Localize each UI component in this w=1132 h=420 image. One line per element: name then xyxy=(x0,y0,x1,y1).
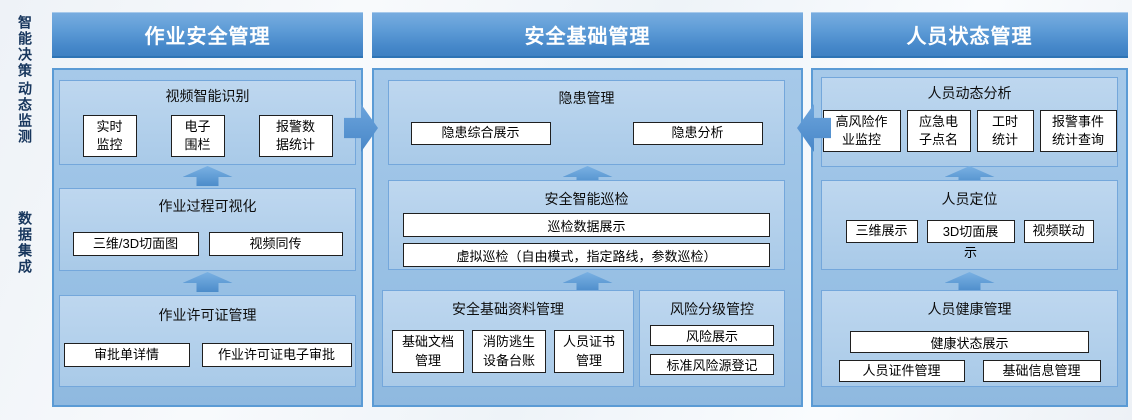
column-body: 视频智能识别 实时 监控 电子 围栏 报警数 据统计 作业过程可视化 三维/3D… xyxy=(52,68,363,407)
item-alarm-data-statistics: 报警数 据统计 xyxy=(258,115,333,157)
items-row: 三维展示 3D切面展 示 视频联动 xyxy=(822,220,1117,260)
section-personnel-health-management: 人员健康管理 健康状态展示 人员证件管理 基础信息管理 xyxy=(821,290,1118,387)
item-electronic-fence: 电子 围栏 xyxy=(170,115,225,157)
item-3d-display: 三维展示 xyxy=(845,220,918,243)
item-emergency-e-rollcall: 应急电 子点名 xyxy=(906,110,971,152)
item-working-hours-statistics: 工时 统计 xyxy=(976,110,1034,152)
item-alarm-event-statistics-query: 报警事件 统计查询 xyxy=(1039,110,1117,152)
section-personnel-dynamic-analysis: 人员动态分析 高风险作 业监控 应急电 子点名 工时 统计 报警事件 统计查询 xyxy=(821,77,1118,167)
up-arrow-icon xyxy=(562,272,613,292)
section-title: 作业过程可视化 xyxy=(158,198,257,214)
item-virtual-inspection: 虚拟巡检（自由模式，指定路线，参数巡检） xyxy=(403,243,770,267)
items-row: 人员证件管理 基础信息管理 xyxy=(822,360,1117,382)
column-title: 安全基础管理 xyxy=(524,25,651,48)
column-header: 安全基础管理 xyxy=(372,12,803,58)
section-title: 人员动态分析 xyxy=(927,85,1012,101)
items-row: 隐患综合展示 隐患分析 xyxy=(389,122,784,145)
item-video-linkage: 视频联动 xyxy=(1023,220,1094,243)
section-title: 隐患管理 xyxy=(558,90,615,106)
items-row: 实时 监控 电子 围栏 报警数 据统计 xyxy=(60,115,355,157)
section-safety-basic-data-management: 安全基础资料管理 基础文档 管理 消防逃生 设备台账 人员证书 管理 xyxy=(382,290,634,387)
item-permit-e-approval: 作业许可证电子审批 xyxy=(201,343,352,367)
side-label-dynamic-monitoring: 动态监测 xyxy=(17,81,33,145)
section-personnel-positioning: 人员定位 三维展示 3D切面展 示 视频联动 xyxy=(821,180,1118,270)
section-hidden-danger-management: 隐患管理 隐患综合展示 隐患分析 xyxy=(388,80,785,165)
item-danger-analysis: 隐患分析 xyxy=(632,122,763,145)
item-risk-display: 风险展示 xyxy=(650,325,774,346)
items-row: 三维/3D切面图 视频同传 xyxy=(60,232,355,256)
section-title: 作业许可证管理 xyxy=(158,307,257,323)
side-label-intelligent-decision: 智能决策 xyxy=(17,15,33,79)
section-title: 安全智能巡检 xyxy=(544,191,629,207)
item-realtime-monitoring: 实时 监控 xyxy=(82,115,137,157)
items-row: 基础文档 管理 消防逃生 设备台账 人员证书 管理 xyxy=(383,330,633,373)
section-title: 风险分级管控 xyxy=(670,301,754,317)
column-header: 作业安全管理 xyxy=(52,12,363,58)
item-basic-document-management: 基础文档 管理 xyxy=(392,330,464,373)
section-video-intelligent-recognition: 视频智能识别 实时 监控 电子 围栏 报警数 据统计 xyxy=(59,80,356,165)
up-arrow-icon xyxy=(182,272,233,292)
item-health-status-display: 健康状态展示 xyxy=(850,331,1089,353)
column-header: 人员状态管理 xyxy=(811,12,1128,58)
item-personnel-certificate-management: 人员证书 管理 xyxy=(554,330,624,373)
up-arrow-icon xyxy=(182,166,233,186)
up-arrow-icon xyxy=(944,272,995,292)
section-work-process-visualization: 作业过程可视化 三维/3D切面图 视频同传 xyxy=(59,188,356,271)
item-video-transmission: 视频同传 xyxy=(208,232,343,256)
column-title: 作业安全管理 xyxy=(144,25,271,48)
items-row: 审批单详情 作业许可证电子审批 xyxy=(60,343,355,367)
section-title: 人员定位 xyxy=(941,191,998,207)
column-body: 隐患管理 隐患综合展示 隐患分析 安全智能巡检 巡检数据展示 虚拟巡检（自由模式… xyxy=(372,68,803,407)
item-personnel-id-management: 人员证件管理 xyxy=(838,360,965,382)
section-title: 人员健康管理 xyxy=(927,301,1012,317)
section-intelligent-inspection: 安全智能巡检 巡检数据展示 虚拟巡检（自由模式，指定路线，参数巡检） xyxy=(388,180,785,270)
section-title: 安全基础资料管理 xyxy=(452,301,564,317)
item-approval-detail: 审批单详情 xyxy=(63,343,190,367)
item-3d-section-display: 3D切面展 示 xyxy=(926,220,1015,260)
item-danger-overview: 隐患综合展示 xyxy=(410,122,551,145)
section-risk-classification-control: 风险分级管控 风险展示 标准风险源登记 xyxy=(639,290,785,387)
column-body: 人员动态分析 高风险作 业监控 应急电 子点名 工时 统计 报警事件 统计查询 … xyxy=(811,68,1128,407)
item-fire-escape-equipment-ledger: 消防逃生 设备台账 xyxy=(472,330,546,373)
items-row: 高风险作 业监控 应急电 子点名 工时 统计 报警事件 统计查询 xyxy=(822,110,1117,152)
item-inspection-data-display: 巡检数据展示 xyxy=(403,213,770,237)
section-title: 视频智能识别 xyxy=(165,88,250,104)
item-standard-risk-source-registration: 标准风险源登记 xyxy=(650,354,774,375)
column-personnel-status-management: 人员状态管理 人员动态分析 高风险作 业监控 应急电 子点名 工时 统计 报警事… xyxy=(811,12,1128,407)
column-work-safety-management: 作业安全管理 视频智能识别 实时 监控 电子 围栏 报警数 据统计 作业过程可视… xyxy=(52,12,363,407)
item-3d-section-view: 三维/3D切面图 xyxy=(72,232,199,256)
column-safety-basic-management: 安全基础管理 隐患管理 隐患综合展示 隐患分析 安全智能巡检 巡检数据展示 虚拟… xyxy=(372,12,803,407)
side-label-data-integration: 数据集成 xyxy=(17,211,33,275)
column-title: 人员状态管理 xyxy=(906,25,1033,48)
item-basic-info-management: 基础信息管理 xyxy=(982,360,1101,382)
item-high-risk-work-monitoring: 高风险作 业监控 xyxy=(822,110,901,152)
section-work-permit-management: 作业许可证管理 审批单详情 作业许可证电子审批 xyxy=(59,295,356,387)
